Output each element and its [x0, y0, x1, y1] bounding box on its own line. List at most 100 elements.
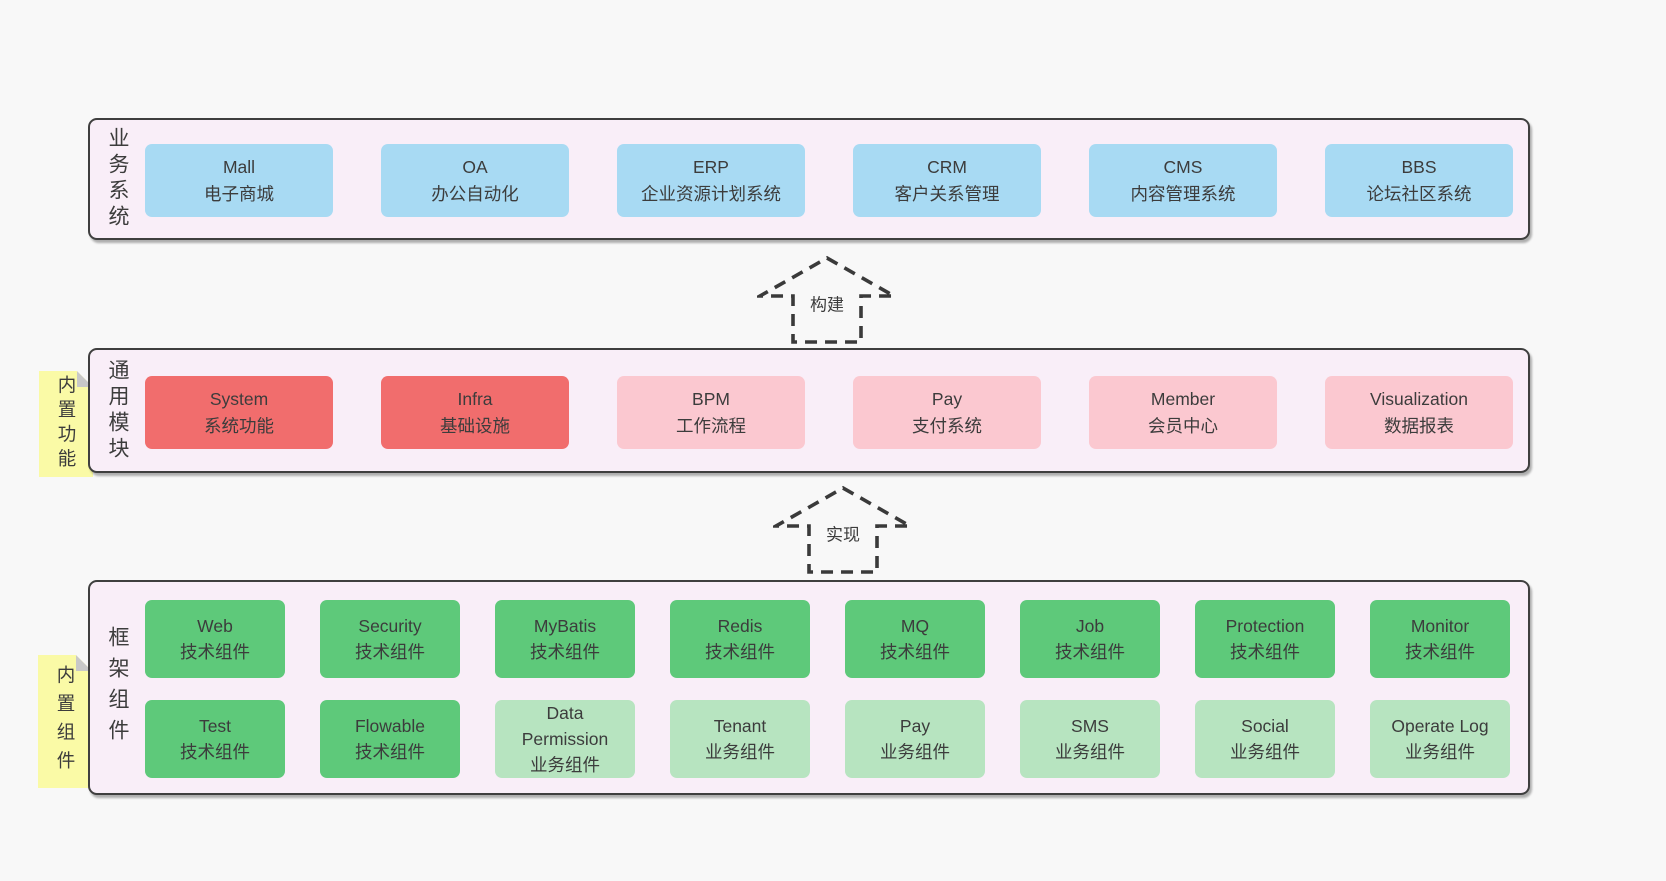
module-name: Monitor	[1410, 615, 1470, 636]
module-name: Security	[358, 615, 422, 636]
module-desc: 企业资源计划系统	[641, 183, 781, 204]
module-name: Pay	[931, 389, 963, 410]
module-desc: 技术组件	[355, 642, 425, 662]
module-desc: 业务组件	[530, 755, 600, 776]
module-name: Visualization	[1370, 389, 1468, 410]
module-name: Job	[1075, 615, 1105, 636]
business-systems-row: Mall 电子商城 OA 办公自动化 ERP 企业资源计划系统 CRM 客户关系管理 CMS 内容…	[145, 144, 1513, 217]
module-name: Member	[1150, 389, 1216, 410]
module-box-operate-log: Operate Log 业务组件	[1370, 700, 1510, 778]
module-name: CMS	[1163, 157, 1203, 178]
module-desc: 技术组件	[880, 642, 950, 662]
module-box-mall: Mall 电子商城	[145, 144, 333, 217]
module-desc: 技术组件	[180, 642, 250, 662]
module-desc: 技术组件	[530, 642, 600, 662]
module-box-system: System 系统功能	[145, 376, 333, 449]
module-box-mybatis: MyBatis 技术组件	[495, 600, 635, 678]
module-box-visualization: Visualization 数据报表	[1325, 376, 1513, 449]
module-name: OA	[462, 157, 488, 178]
layer-title-business-systems: 业务系统	[106, 127, 129, 231]
module-desc: 技术组件	[180, 742, 250, 762]
module-box-bbs: BBS 论坛社区系统	[1325, 144, 1513, 217]
module-name: Mall	[222, 157, 256, 178]
module-desc: 基础设施	[440, 415, 510, 436]
module-box-bpm: BPM 工作流程	[617, 376, 805, 449]
layer-business-systems: 业务系统 Mall 电子商城 OA 办公自动化 ERP 企业资源计划系统 CRM 客户关系管理…	[88, 118, 1530, 240]
module-desc: 技术组件	[705, 642, 775, 662]
layer-title-common-modules: 通用模块	[106, 358, 129, 463]
module-desc: 业务组件	[1405, 742, 1475, 762]
module-box-social: Social 业务组件	[1195, 700, 1335, 778]
dashed-up-arrow-icon	[773, 485, 913, 574]
module-name: BPM	[692, 389, 730, 410]
module-box-cms: CMS 内容管理系统	[1089, 144, 1277, 217]
module-name: Test	[198, 715, 232, 736]
build-arrow-icon: 构建	[757, 255, 897, 345]
module-desc: 业务组件	[1230, 742, 1300, 762]
module-desc: 电子商城	[204, 183, 274, 204]
module-box-erp: ERP 企业资源计划系统	[617, 144, 805, 217]
module-desc: 技术组件	[1230, 642, 1300, 662]
module-name: Social	[1241, 715, 1289, 736]
module-desc: 系统功能	[204, 415, 274, 436]
module-desc: 办公自动化	[431, 183, 519, 204]
module-name: ERP	[693, 157, 729, 178]
module-box-member: Member 会员中心	[1089, 376, 1277, 449]
module-name: MyBatis	[533, 615, 597, 636]
module-desc: 论坛社区系统	[1366, 183, 1472, 204]
module-desc: 技术组件	[1055, 642, 1125, 662]
module-box-security: Security 技术组件	[320, 600, 460, 678]
module-name: CRM	[927, 157, 967, 178]
module-name: Web	[197, 615, 233, 636]
module-box-web: Web 技术组件	[145, 600, 285, 678]
module-name: BBS	[1401, 157, 1437, 178]
module-desc: 技术组件	[1405, 642, 1475, 662]
module-box-sms: SMS 业务组件	[1020, 700, 1160, 778]
module-desc: 客户关系管理	[894, 183, 1000, 204]
module-name: Flowable	[354, 715, 426, 736]
module-name: SMS	[1071, 715, 1109, 736]
module-desc: 内容管理系统	[1130, 183, 1236, 204]
module-name: System	[209, 389, 269, 410]
implement-arrow-label: 实现	[822, 519, 864, 547]
module-box-mq: MQ 技术组件	[845, 600, 985, 678]
module-box-monitor: Monitor 技术组件	[1370, 600, 1510, 678]
module-name: Pay	[899, 715, 931, 736]
module-name: Operate Log	[1391, 715, 1489, 736]
sticky-note-builtin-components: 内置组件	[38, 655, 92, 788]
module-desc: 工作流程	[676, 415, 746, 436]
sticky-note-builtin-features: 内置功能	[39, 371, 93, 477]
module-desc: 技术组件	[355, 742, 425, 762]
module-name: Protection	[1225, 615, 1305, 636]
module-name: MQ	[900, 615, 930, 636]
module-box-oa: OA 办公自动化	[381, 144, 569, 217]
module-box-data-permission: Data Permission 业务组件	[495, 700, 635, 778]
dashed-up-arrow-icon	[757, 255, 897, 344]
module-desc: 业务组件	[1055, 742, 1125, 762]
module-box-crm: CRM 客户关系管理	[853, 144, 1041, 217]
module-box-test: Test 技术组件	[145, 700, 285, 778]
module-box-tenant: Tenant 业务组件	[670, 700, 810, 778]
module-name: Infra	[457, 389, 493, 410]
module-box-flowable: Flowable 技术组件	[320, 700, 460, 778]
module-box-protection: Protection 技术组件	[1195, 600, 1335, 678]
module-desc: 业务组件	[880, 742, 950, 762]
module-name: Data Permission	[521, 702, 609, 749]
module-name: Tenant	[713, 715, 767, 736]
module-box-pay: Pay 业务组件	[845, 700, 985, 778]
module-desc: 支付系统	[912, 415, 982, 436]
module-box-job: Job 技术组件	[1020, 600, 1160, 678]
common-modules-row: System 系统功能 Infra 基础设施 BPM 工作流程 Pay 支付系统 Member 会…	[145, 376, 1513, 449]
module-desc: 会员中心	[1148, 415, 1218, 436]
module-desc: 业务组件	[705, 742, 775, 762]
build-arrow-label: 构建	[806, 289, 848, 317]
implement-arrow-icon: 实现	[773, 485, 913, 575]
module-box-pay: Pay 支付系统	[853, 376, 1041, 449]
module-desc: 数据报表	[1384, 415, 1454, 436]
module-box-infra: Infra 基础设施	[381, 376, 569, 449]
